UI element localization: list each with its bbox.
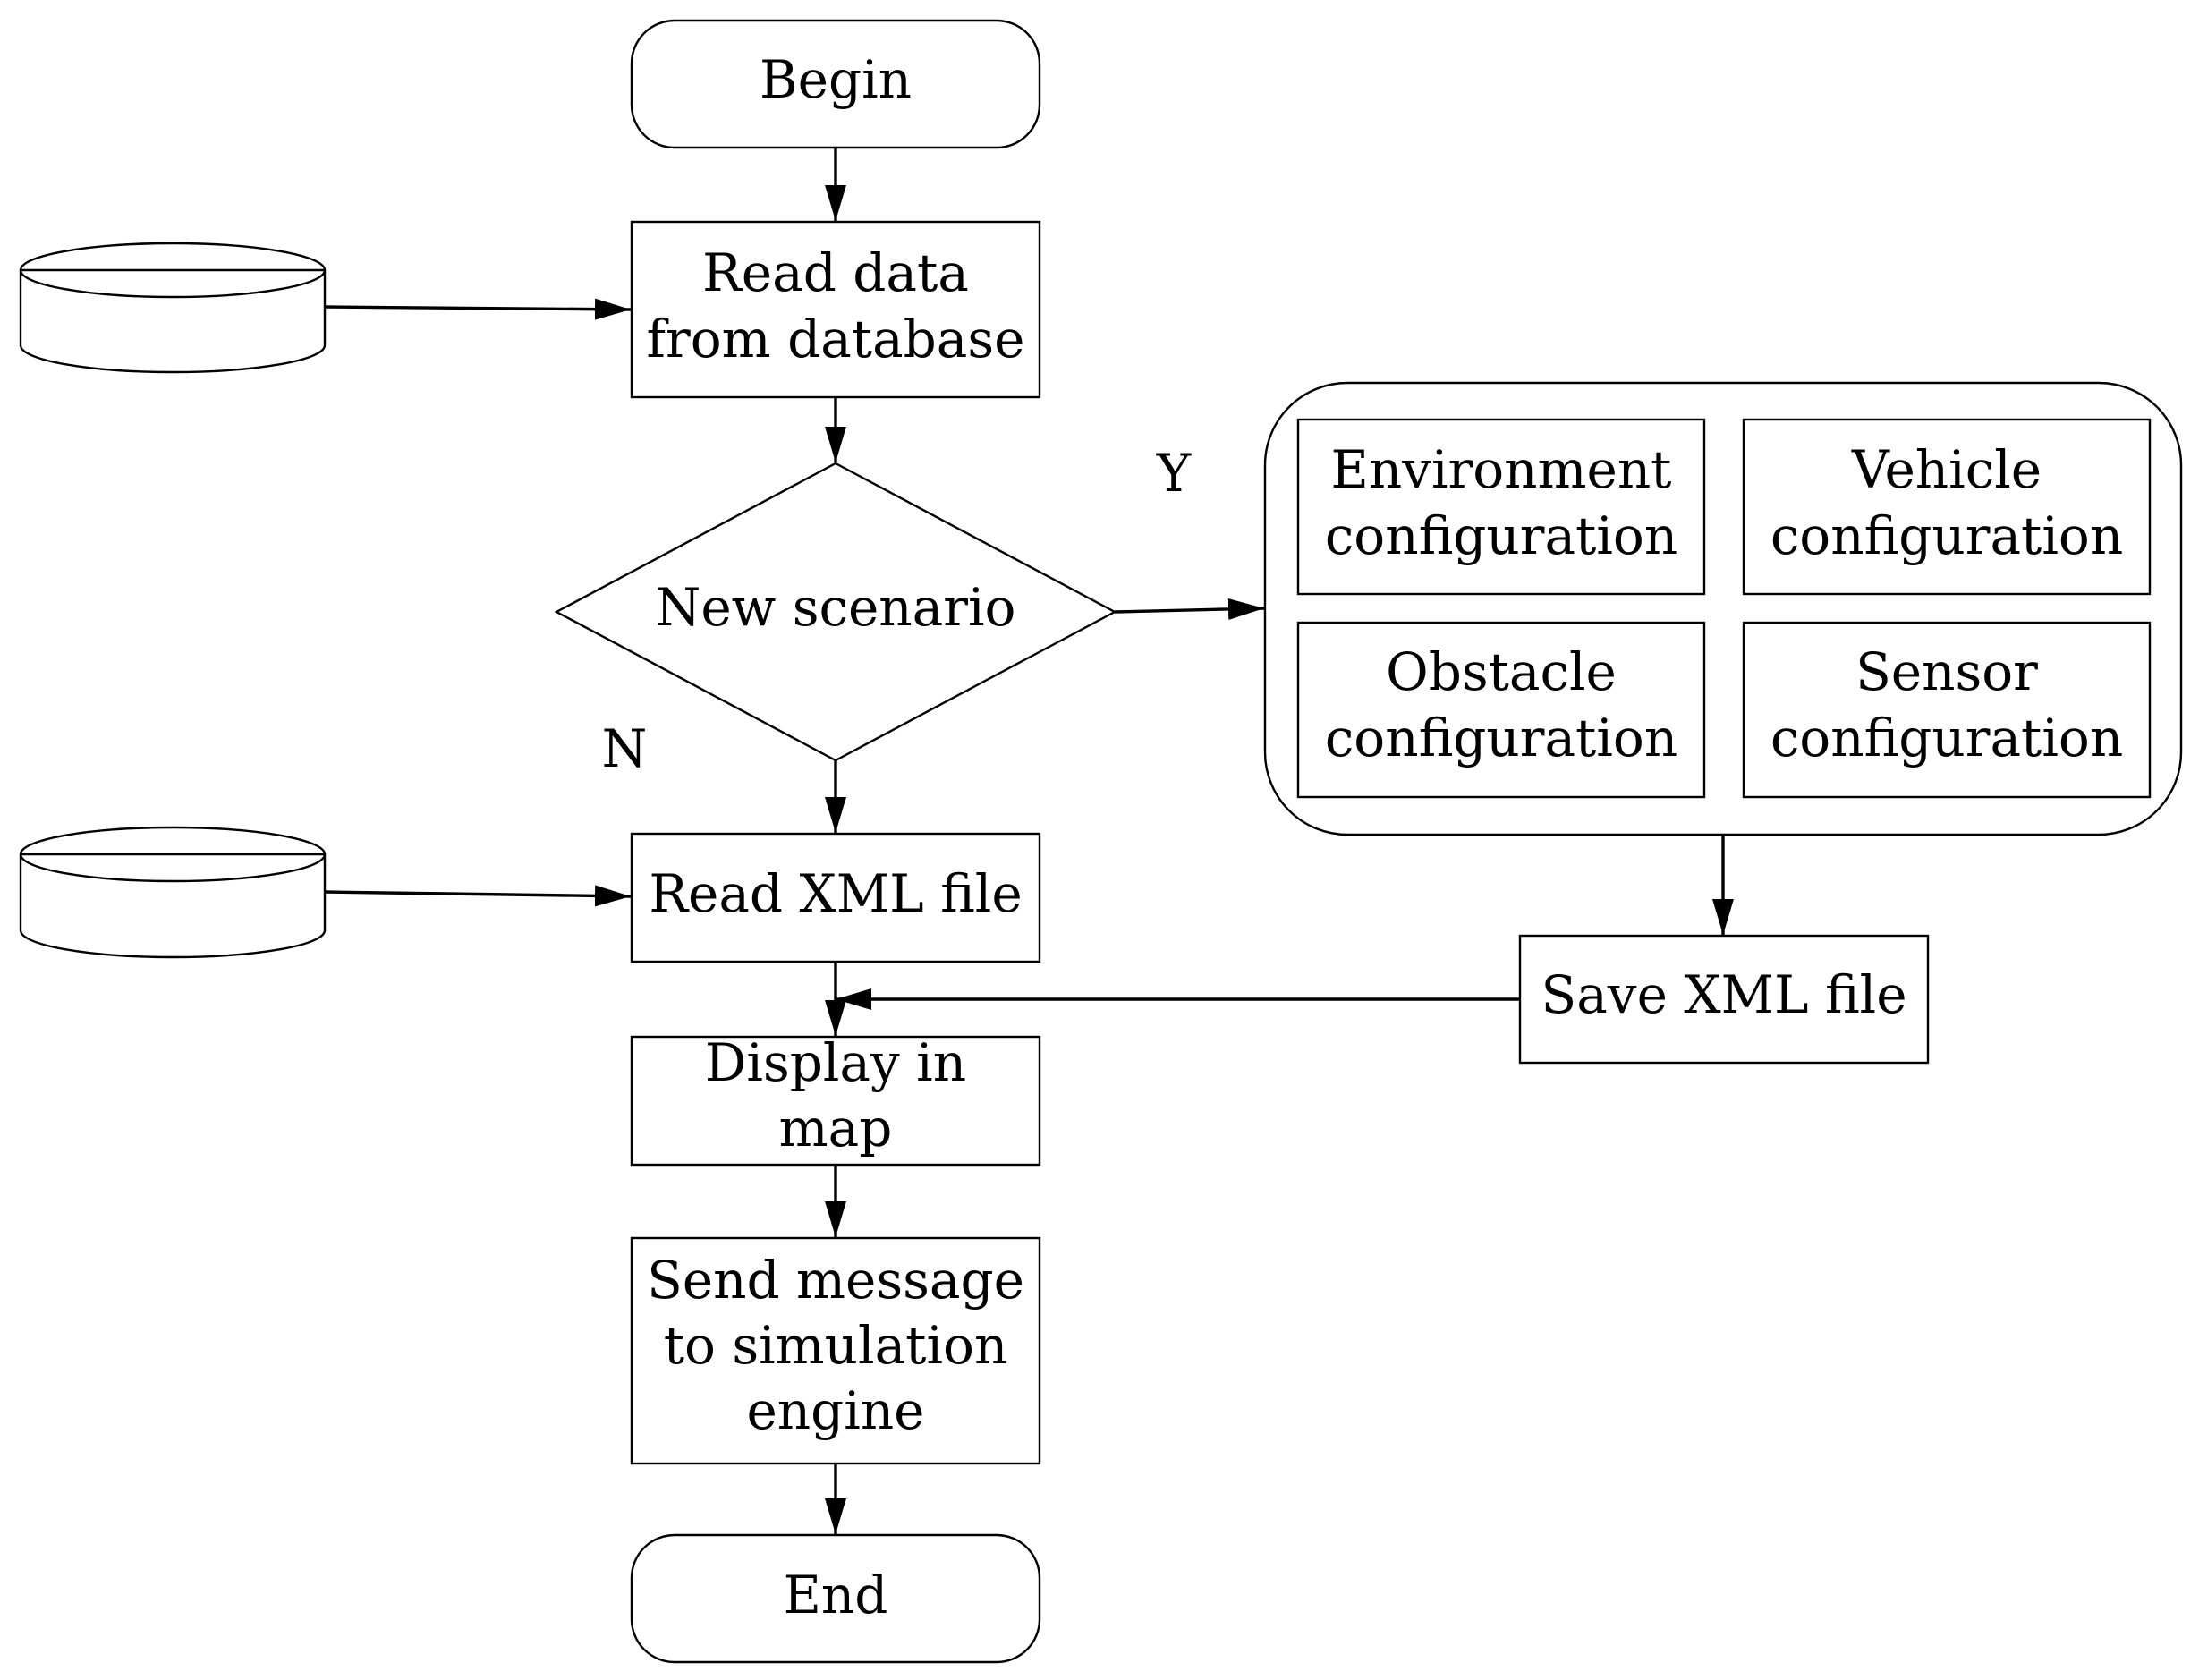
sensor-config-line1: Sensor bbox=[1855, 641, 2038, 702]
display-map-line1: Display in bbox=[705, 1032, 966, 1093]
obstacle-config-line2: configuration bbox=[1325, 708, 1677, 768]
yes-label: Y bbox=[1156, 443, 1192, 504]
send-message-line1: Send message bbox=[647, 1250, 1024, 1311]
environment-config-line1: Environment bbox=[1331, 439, 1672, 500]
send-message-line3: engine bbox=[746, 1380, 924, 1441]
arrow-db2-to-read-xml bbox=[324, 885, 632, 907]
vehicle-config-line2: configuration bbox=[1770, 505, 2123, 566]
read-xml-box bbox=[630, 832, 1041, 963]
no-label: N bbox=[602, 718, 648, 779]
save-xml-box bbox=[1518, 934, 1930, 1065]
connectors bbox=[324, 148, 1734, 1534]
send-message-box bbox=[630, 1236, 1041, 1465]
obstacle-config-box bbox=[1296, 621, 1706, 799]
sensor-config-box bbox=[1742, 621, 2152, 799]
read-database-label-line2: from database bbox=[647, 309, 1025, 369]
save-xml-label: Save XML file bbox=[1541, 964, 1906, 1025]
display-map-box bbox=[630, 1035, 1041, 1167]
end-terminal bbox=[630, 1533, 1041, 1664]
arrow-decision-yes bbox=[1114, 598, 1265, 620]
display-map-line2: map bbox=[779, 1098, 893, 1158]
obstacle-config-line1: Obstacle bbox=[1386, 641, 1617, 702]
read-database-box bbox=[630, 220, 1041, 399]
database-icon bbox=[19, 826, 327, 959]
sensor-config-line2: configuration bbox=[1770, 708, 2123, 768]
arrow-db1-to-read-db bbox=[324, 298, 632, 320]
vehicle-config-line1: Vehicle bbox=[1851, 439, 2042, 500]
begin-label: Begin bbox=[760, 49, 912, 110]
environment-config-box bbox=[1296, 418, 1706, 596]
read-database-label-line1: Read data bbox=[702, 242, 969, 303]
decision-label: New scenario bbox=[656, 577, 1016, 638]
end-label: End bbox=[784, 1565, 888, 1625]
database-icon bbox=[19, 242, 327, 374]
read-xml-label: Read XML file bbox=[649, 863, 1022, 924]
send-message-line2: to simulation bbox=[664, 1315, 1008, 1376]
vehicle-config-box bbox=[1742, 418, 2152, 596]
environment-config-line2: configuration bbox=[1325, 505, 1677, 566]
